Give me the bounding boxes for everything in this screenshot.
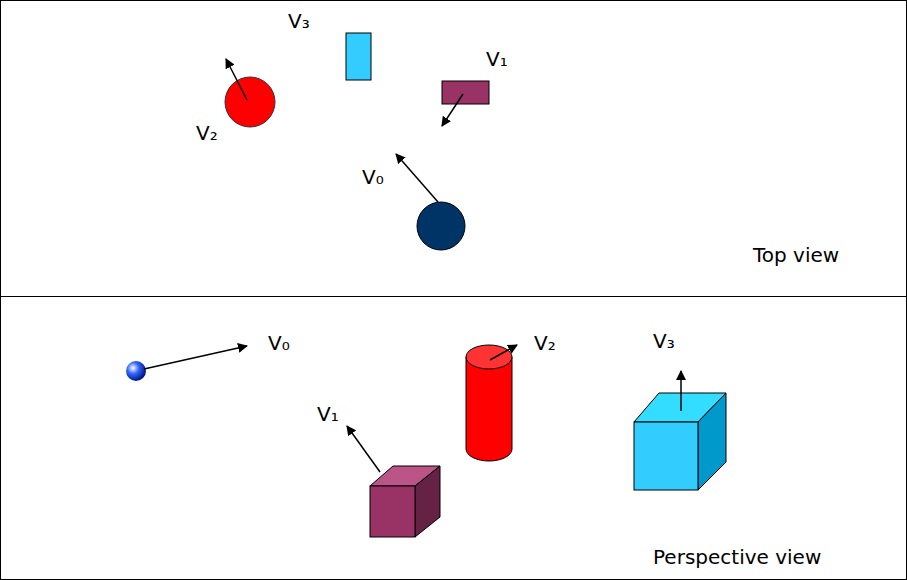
cyan-cube	[634, 393, 726, 490]
view-caption: Top view	[753, 243, 839, 267]
velocity-label: V₂	[196, 122, 218, 144]
navy-sphere-top	[417, 202, 465, 250]
velocity-arrow	[144, 346, 247, 369]
velocity-arrow	[490, 345, 517, 360]
velocity-label: V₂	[534, 332, 556, 354]
velocity-arrow	[396, 154, 438, 202]
velocity-arrow	[680, 371, 682, 411]
velocity-arrow	[226, 59, 247, 100]
view-caption: Perspective view	[653, 545, 821, 569]
purple-cube	[370, 466, 440, 537]
red-cylinder	[466, 345, 512, 461]
velocity-label: V₀	[268, 332, 290, 354]
blue-sphere	[126, 361, 146, 381]
velocity-label: V₀	[362, 166, 384, 188]
perspective-view-panel: Perspective view	[0, 296, 907, 580]
velocity-label: V₁	[486, 48, 508, 70]
velocity-arrow	[442, 94, 463, 126]
velocity-label: V₁	[317, 403, 339, 425]
velocity-label: V₃	[288, 10, 310, 32]
purple-box-top	[442, 81, 489, 104]
velocity-arrow	[347, 426, 380, 472]
red-cylinder-top	[225, 77, 275, 127]
velocity-label: V₃	[653, 330, 675, 352]
cyan-box-top	[346, 33, 371, 80]
top-view-panel: Top view	[0, 0, 907, 297]
